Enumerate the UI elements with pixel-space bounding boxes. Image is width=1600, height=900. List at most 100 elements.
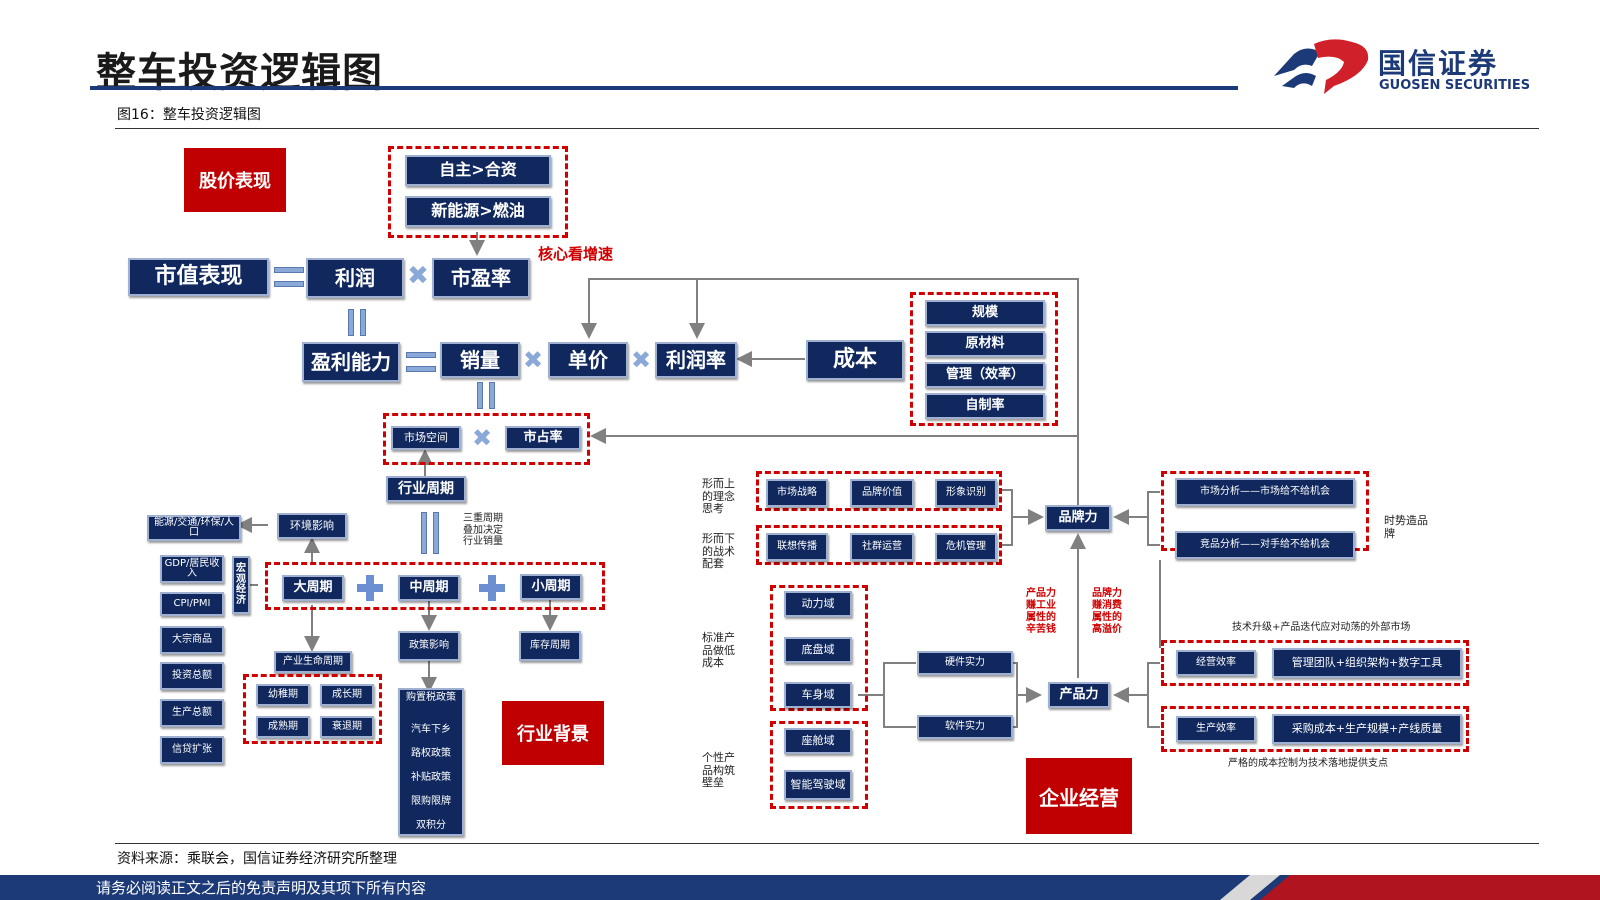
footer-disclaimer: 请务必阅读正文之后的免责声明及其项下所有内容 [96,879,427,897]
standard-products-note: 标准产品做低成本 [702,631,735,670]
brand-strategy-box: 品牌价值 [850,479,914,507]
macro-indicator-box: 生产总额 [160,699,224,727]
cost-factor-box: 原材料 [925,331,1045,357]
industry-lifecycle-box: 产业生命周期 [274,651,352,673]
policy-item: 双积分 [416,820,446,831]
standard-domains-group [770,585,868,711]
environment-impact-box: 环境影响 [277,513,347,539]
core-growth-note: 核心看增速 [538,245,614,263]
production-efficiency-box: 生产效率 [1176,716,1256,742]
lifecycle-stage-box: 成熟期 [256,716,310,738]
multiply-icon: ✖ [407,261,429,291]
vehicle-domain-box: 座舱域 [784,728,852,754]
personalized-products-note: 个性产品构筑壁垒 [702,751,735,790]
pe-ratio-box: 市盈率 [432,258,530,298]
personalized-domains-group [770,721,868,809]
equals-vertical-icon [421,512,439,554]
policy-item: 补贴政策 [411,772,451,783]
industry-background-label: 行业背景 [502,701,604,765]
profitability-box: 盈利能力 [302,342,400,382]
source-rule [115,843,1539,844]
brand-strategy-box: 市场战略 [766,479,828,507]
market-space-box: 市场空间 [391,426,461,450]
hardware-strength-box: 硬件实力 [917,651,1013,675]
brand-tactic-box: 联想传播 [766,533,828,561]
multiply-icon: ✖ [630,346,652,374]
lifecycle-stage-box: 幼稚期 [256,684,310,706]
operating-efficiency-row [1161,640,1469,686]
operating-efficiency-box: 经营效率 [1176,650,1256,676]
brand-strategy-box: 形象识别 [935,479,997,507]
equals-vertical-icon [477,382,495,409]
cost-control-note: 严格的成本控制为技术落地提供支点 [1228,758,1388,769]
lifecycle-stages-group [243,674,382,744]
tech-upgrade-note: 技术升级+产品迭代应对动荡的外部市场 [1232,622,1411,633]
production-detail-box: 采购成本+生产规模+产线质量 [1272,714,1462,744]
nev-over-ice-box: 新能源>燃油 [405,196,551,227]
guosen-logo-icon [1274,39,1369,94]
logo-subtitle: GUOSEN SECURITIES [1379,78,1531,93]
brand-strategy-row [756,471,1002,511]
policy-impact-box: 政策影响 [398,631,460,661]
top-priority-group [388,146,568,238]
cost-factors-group [910,292,1058,426]
metaphysical-note: 形而上的理念思考 [702,477,735,516]
macro-indicator-box: 大宗商品 [160,626,224,654]
brand-tactics-row [756,525,1002,565]
enterprise-operation-label: 企业经营 [1026,758,1132,834]
lifecycle-stage-box: 成长期 [320,684,374,706]
cost-factor-box: 规模 [925,300,1045,326]
macro-economy-box: 宏观经济 [232,556,250,614]
market-share-box: 市占率 [505,426,581,450]
environment-sources-box: 能源/交通/环保/人口 [147,515,241,541]
cost-factor-box: 管理（效率） [925,362,1045,388]
unit-price-box: 单价 [548,342,628,378]
equals-icon [274,267,304,287]
macro-indicator-box: CPI/PMI [160,592,224,616]
brand-tactic-box: 危机管理 [935,533,997,561]
software-strength-box: 软件实力 [917,715,1013,739]
analysis-box: 竞品分析——对手给不给机会 [1175,531,1355,559]
caption-rule [115,128,1539,129]
lifecycle-stage-box: 衰退期 [320,716,374,738]
footer-accent-icon [1220,875,1600,900]
policy-item: 汽车下乡 [411,724,451,735]
market-cap-box: 市值表现 [128,258,269,296]
vehicle-domain-box: 动力域 [784,591,852,617]
domestic-over-jv-box: 自主>合资 [405,155,551,186]
policy-list-box [398,688,464,836]
plus-icon [479,575,505,601]
product-power-note: 产品力 赚工业 属性的 辛苦钱 [1026,588,1056,635]
source-note: 资料来源：乘联会，国信证券经济研究所整理 [117,851,397,867]
vehicle-domain-box: 底盘域 [784,637,852,663]
macro-indicator-box: GDP/居民收入 [160,555,224,583]
analysis-box: 市场分析——市场给不给机会 [1175,478,1355,506]
macro-indicator-box: 信贷扩张 [160,736,224,764]
small-cycle-box: 小周期 [520,574,582,600]
multiply-icon: ✖ [471,424,493,452]
equals-icon [406,352,436,372]
sales-volume-box: 销量 [440,342,520,378]
macro-indicator-box: 投资总额 [160,662,224,690]
policy-item: 购置税政策 [406,692,456,703]
policy-item: 限购限牌 [411,796,451,807]
figure-caption: 图16：整车投资逻辑图 [117,107,261,123]
timing-note: 时势造品牌 [1384,514,1428,540]
brand-power-note: 品牌力 赚消费 属性的 高溢价 [1092,588,1122,635]
industry-cycle-box: 行业周期 [386,476,466,502]
equals-vertical-icon [348,309,366,336]
policy-item: 路权政策 [411,748,451,759]
production-efficiency-row [1161,706,1469,752]
cost-box: 成本 [806,340,904,380]
tactical-note: 形而下的战术配套 [702,532,735,571]
cycles-group [265,562,605,610]
logo-name: 国信证券 [1378,47,1499,80]
title-rule [90,86,1238,90]
profit-box: 利润 [306,258,404,298]
vehicle-domain-box: 车身域 [784,682,852,708]
brand-tactic-box: 社群运营 [850,533,914,561]
cost-factor-box: 自制率 [925,393,1045,419]
stock-performance-label: 股价表现 [184,148,286,212]
product-power-box: 产品力 [1048,682,1110,708]
